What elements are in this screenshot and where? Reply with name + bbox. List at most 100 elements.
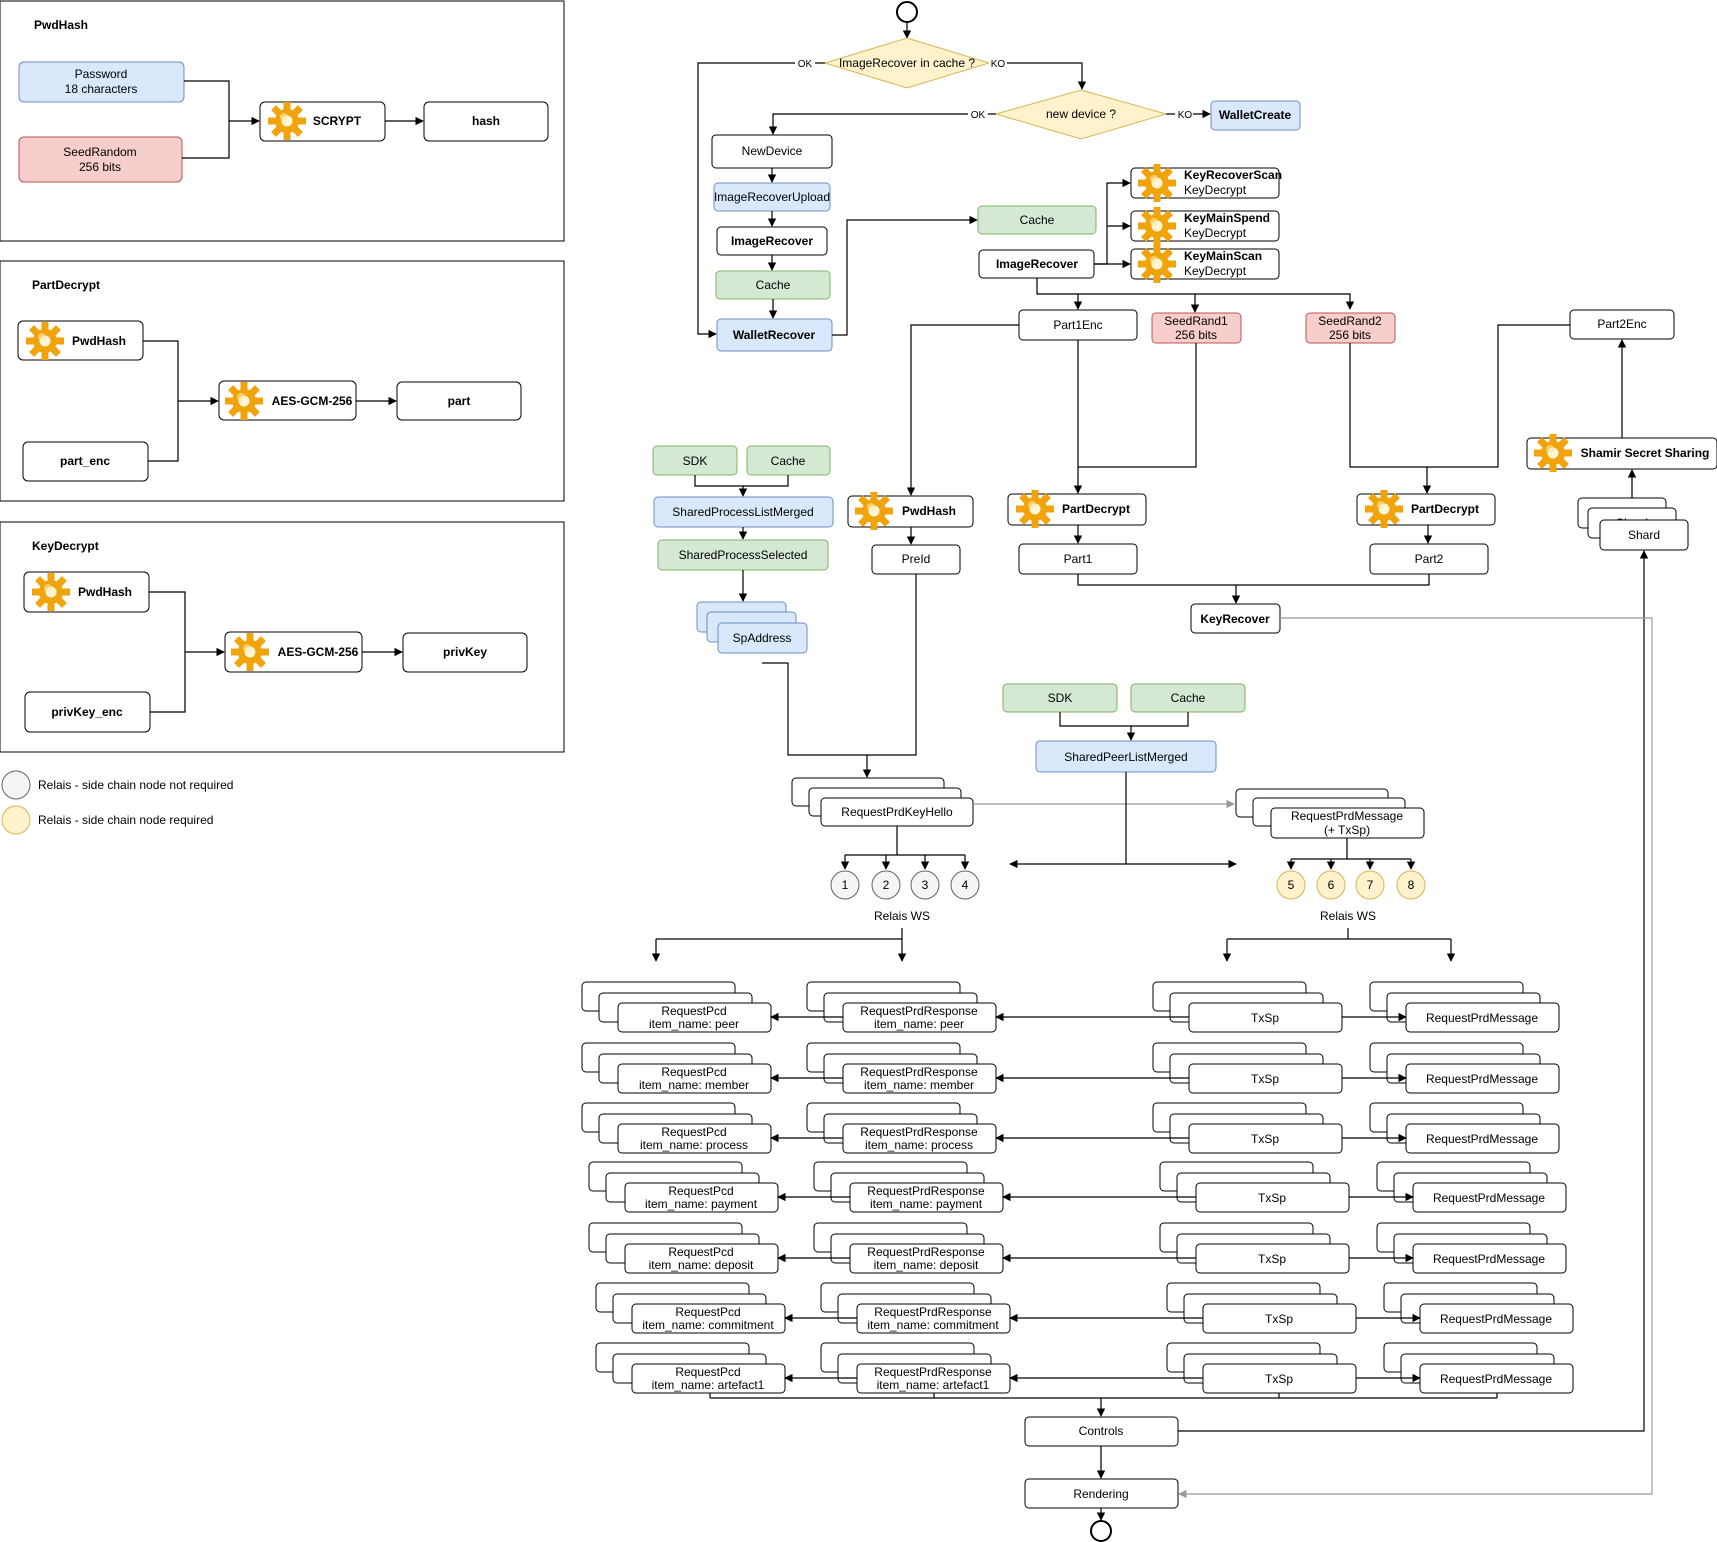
relais-ws-left-label: Relais WS [874, 909, 930, 923]
request-pcd-label: RequestPcd [675, 1365, 740, 1379]
relais-node-8 [1396, 870, 1426, 900]
pwdhash-label: PwdHash [78, 585, 132, 599]
rendering-label: Rendering [1073, 1487, 1128, 1501]
request-pcd-item: item_name: process [640, 1138, 748, 1152]
gear-icon [1138, 207, 1176, 245]
relais-node-7 [1355, 870, 1385, 900]
relais-node-6 [1316, 870, 1346, 900]
hash-label: hash [472, 114, 500, 128]
part1-label: Part1 [1064, 552, 1093, 566]
decision-new-device [994, 89, 1168, 140]
gear-icon [1365, 490, 1403, 528]
legend-grey-circle [1, 770, 31, 800]
gear-icon [1534, 434, 1572, 472]
txsp-label: TxSp [1258, 1252, 1286, 1266]
txsp-label: TxSp [1258, 1191, 1286, 1205]
new-device-label: NewDevice [742, 144, 803, 158]
request-pcd-item: item_name: payment [645, 1197, 758, 1211]
txsp-label: TxSp [1251, 1072, 1279, 1086]
request-prd-response-item: item_name: commitment [867, 1318, 999, 1332]
relais-node-label: 2 [883, 878, 890, 892]
cache-mid-box [977, 205, 1097, 235]
request-prd-message-row-label: RequestPrdMessage [1433, 1252, 1545, 1266]
sp-address-box [717, 622, 808, 654]
request-prd-message-row-label: RequestPrdMessage [1440, 1312, 1552, 1326]
relais-node-5 [1276, 870, 1306, 900]
request-prd-message-row-label: RequestPrdMessage [1426, 1072, 1538, 1086]
wallet-create-box [1210, 100, 1301, 131]
pwdhash-main-label: PwdHash [902, 504, 956, 518]
gear-icon [32, 573, 70, 611]
gear-icon [1016, 490, 1054, 528]
password-length: 18 characters [65, 82, 138, 96]
ko-label: KO [991, 59, 1006, 70]
wallet-create-label: WalletCreate [1219, 108, 1292, 122]
txsp-label: TxSp [1265, 1372, 1293, 1386]
request-prd-message-row-label: RequestPrdMessage [1433, 1191, 1545, 1205]
panel-title: PwdHash [34, 18, 88, 32]
relais-node-1 [830, 870, 860, 900]
request-pcd-label: RequestPcd [668, 1245, 733, 1259]
flow-bottom: Controls Rendering [1024, 550, 1653, 1542]
partdecrypt1-label: PartDecrypt [1062, 502, 1130, 516]
relais-node-label: 1 [842, 878, 849, 892]
request-prd-response-item: item_name: process [865, 1138, 973, 1152]
scrypt-label: SCRYPT [313, 114, 362, 128]
shamir-label: Shamir Secret Sharing [1581, 446, 1710, 460]
txsp-label: TxSp [1265, 1312, 1293, 1326]
privkey-label: privKey [443, 645, 487, 659]
decision-cache-label: ImageRecover in cache ? [839, 56, 975, 70]
panel-partdecrypt: PartDecrypt PwdHash part_enc AES-GCM-256… [0, 260, 565, 502]
request-pcd-item: item_name: peer [649, 1017, 739, 1031]
relais-node-label: 6 [1328, 878, 1335, 892]
request-pcd-label: RequestPcd [661, 1065, 726, 1079]
password-label: Password [75, 67, 128, 81]
request-pcd-item: item_name: commitment [642, 1318, 774, 1332]
request-prd-message-row-label: RequestPrdMessage [1426, 1132, 1538, 1146]
request-prd-response-item: item_name: deposit [874, 1258, 979, 1272]
sdk1-label: SDK [683, 454, 708, 468]
legend-not-required: Relais - side chain node not required [38, 778, 233, 792]
part2-label: Part2 [1415, 552, 1444, 566]
relais-node-label: 3 [922, 878, 929, 892]
relais-node-3 [910, 870, 940, 900]
request-prd-response-label: RequestPrdResponse [874, 1305, 992, 1319]
request-prd-response-item: item_name: artefact1 [877, 1378, 990, 1392]
request-prd-message-sub: (+ TxSp) [1324, 823, 1370, 837]
shard-label: Shard [1628, 528, 1660, 542]
seedrand2-label: SeedRand2 [1318, 314, 1382, 328]
request-pcd-label: RequestPcd [675, 1305, 740, 1319]
relais-ws-right-label: Relais WS [1320, 909, 1376, 923]
sp-address-label: SpAddress [733, 631, 792, 645]
flow-middle: SDK Cache SharedProcessListMerged Shared… [651, 324, 1570, 962]
request-prd-message-row-label: RequestPrdMessage [1426, 1011, 1538, 1025]
request-prd-response-item: item_name: member [864, 1078, 974, 1092]
request-prd-response-item: item_name: peer [874, 1017, 964, 1031]
request-prd-response-label: RequestPrdResponse [860, 1004, 978, 1018]
request-pcd-item: item_name: deposit [649, 1258, 754, 1272]
part2enc-label: Part2Enc [1597, 317, 1646, 331]
request-pcd-item: item_name: member [639, 1078, 749, 1092]
ok-label: OK [971, 110, 986, 121]
relais-node-4 [950, 870, 980, 900]
privkey-enc-label: privKey_enc [51, 705, 123, 719]
panel-title: PartDecrypt [32, 278, 100, 292]
decision-new-device-label: new device ? [1046, 107, 1116, 121]
request-prd-key-hello-label: RequestPrdKeyHello [841, 805, 953, 819]
seed-random-label: SeedRandom [63, 145, 136, 159]
request-prd-message-row-label: RequestPrdMessage [1440, 1372, 1552, 1386]
wallet-recover-label: WalletRecover [733, 328, 816, 342]
request-prd-response-item: item_name: payment [870, 1197, 983, 1211]
sdk2-label: SDK [1048, 691, 1073, 705]
legend-required: Relais - side chain node required [38, 813, 213, 827]
txsp-label: TxSp [1251, 1011, 1279, 1025]
pwdhash-label: PwdHash [72, 334, 126, 348]
cache-sdk1-label: Cache [771, 454, 806, 468]
part-enc-label: part_enc [60, 454, 110, 468]
seed-random-box [18, 136, 183, 183]
controls-merge [709, 1393, 1498, 1417]
gear-icon [231, 633, 269, 671]
